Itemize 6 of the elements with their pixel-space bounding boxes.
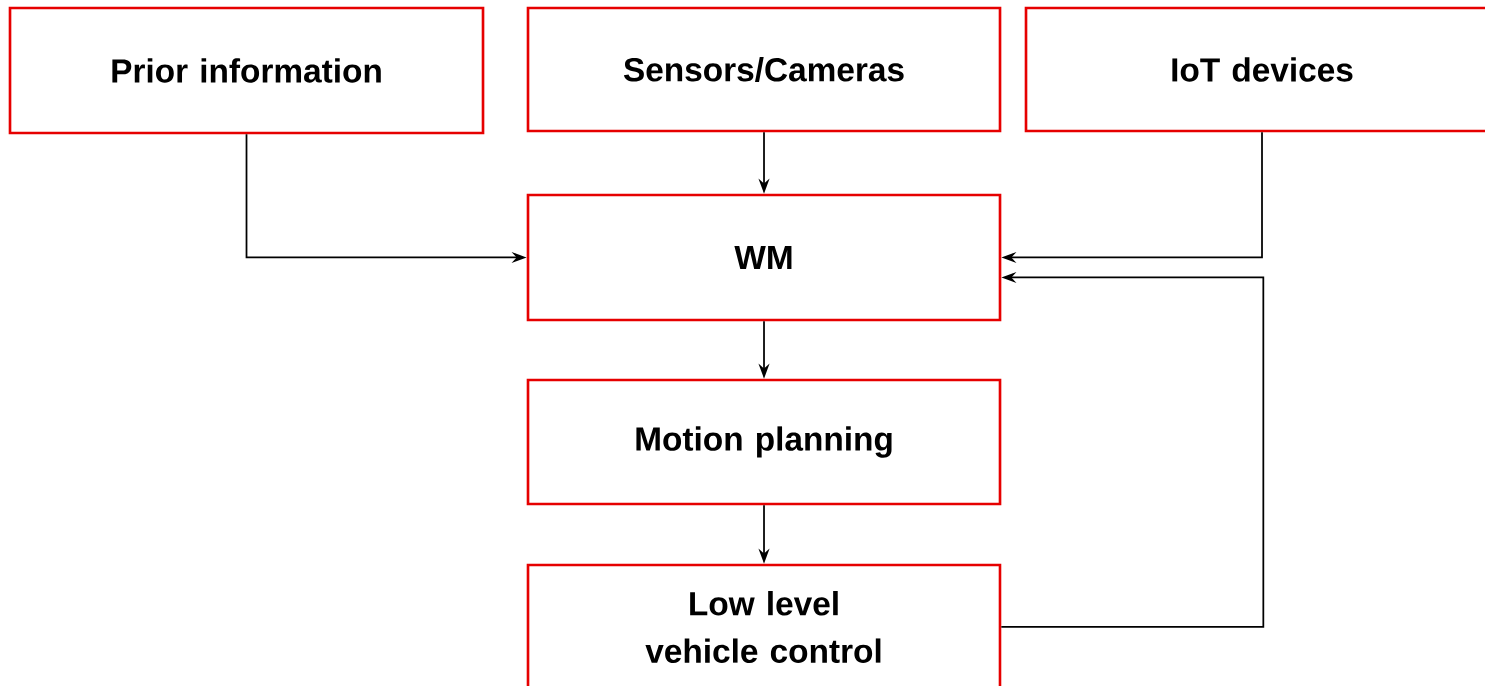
process-box: Low level vehicle control — [526, 563, 1002, 686]
process-box: Motion planning — [526, 378, 1002, 506]
process-box: WM — [526, 193, 1002, 322]
process-box: IoT devices — [1024, 6, 1485, 133]
process-box: Sensors/Cameras — [526, 6, 1002, 133]
process-box: Prior information — [8, 6, 485, 135]
